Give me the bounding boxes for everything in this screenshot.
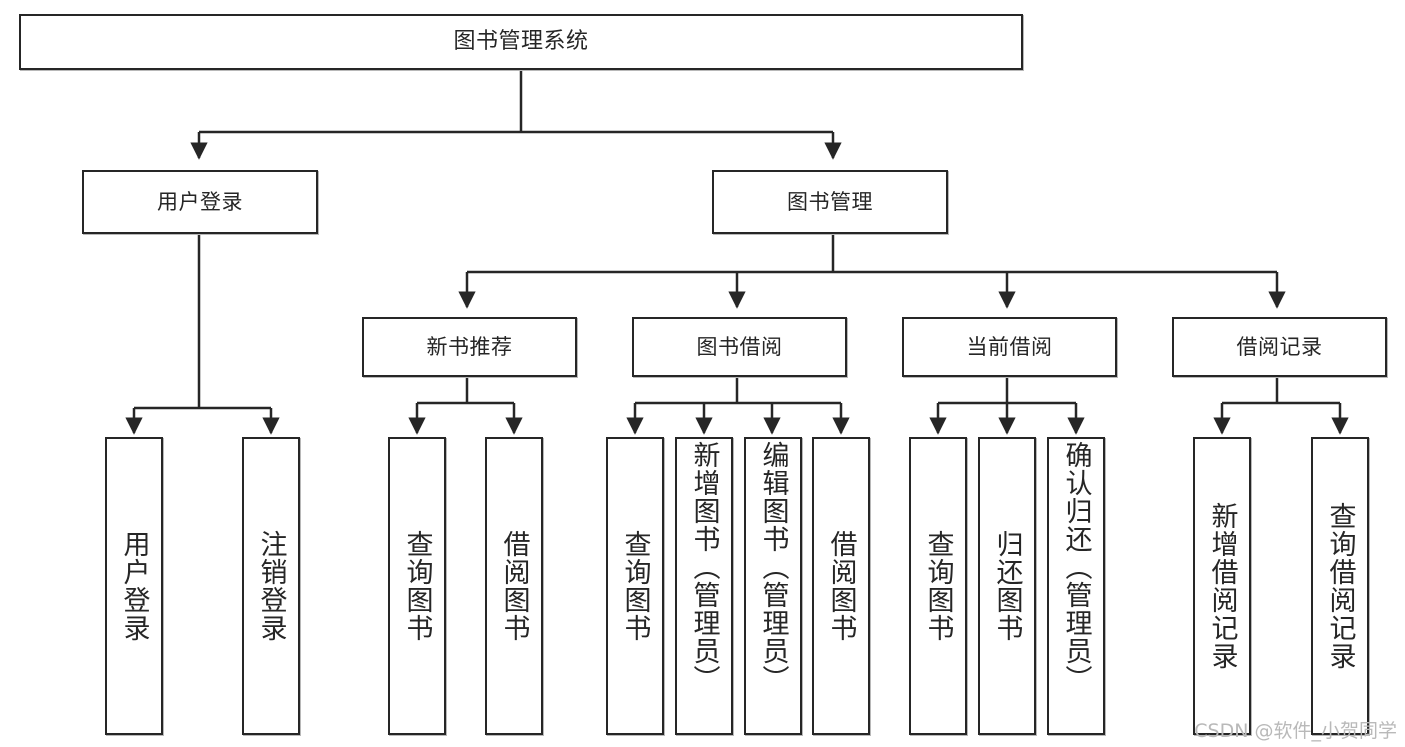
node-label: 借阅记录 (1236, 334, 1323, 359)
node-book-management[interactable]: 图书管理 (712, 170, 948, 234)
leaf-book-borrow-query[interactable]: 查询图书 (606, 437, 664, 735)
node-label: 注销登录 (255, 530, 287, 642)
leaf-borrow-record-query[interactable]: 查询借阅记录 (1311, 437, 1369, 735)
node-label: 新增借阅记录 (1206, 502, 1238, 670)
node-borrow-records[interactable]: 借阅记录 (1172, 317, 1387, 377)
node-label: 查询借阅记录 (1324, 502, 1356, 670)
leaf-borrow-record-add[interactable]: 新增借阅记录 (1193, 437, 1251, 735)
node-label: 用户登录 (157, 189, 243, 214)
node-label: 当前借阅 (966, 334, 1053, 359)
node-new-book-recommend[interactable]: 新书推荐 (362, 317, 577, 377)
node-label: 用户登录 (118, 530, 150, 642)
leaf-current-borrow-confirm-return[interactable]: 确认归还（管理员） (1047, 437, 1105, 735)
node-label: 借阅图书 (825, 530, 857, 642)
leaf-new-book-query[interactable]: 查询图书 (388, 437, 446, 735)
node-root-system[interactable]: 图书管理系统 (19, 14, 1023, 70)
leaf-new-book-borrow[interactable]: 借阅图书 (485, 437, 543, 735)
node-label: 借阅图书 (498, 530, 530, 642)
leaf-current-borrow-return[interactable]: 归还图书 (978, 437, 1036, 735)
leaf-user-login-logout[interactable]: 注销登录 (242, 437, 300, 735)
leaf-book-borrow-add[interactable]: 新增图书（管理员） (675, 437, 733, 735)
node-current-borrow[interactable]: 当前借阅 (902, 317, 1117, 377)
node-label: 新书推荐 (426, 334, 513, 359)
node-label: 编辑图书（管理员） (757, 441, 789, 693)
node-label: 确认归还（管理员） (1060, 441, 1092, 693)
node-label: 归还图书 (991, 530, 1023, 642)
node-label: 查询图书 (619, 530, 651, 642)
node-label: 新增图书（管理员） (688, 441, 720, 693)
node-label: 查询图书 (401, 530, 433, 642)
leaf-book-borrow-edit[interactable]: 编辑图书（管理员） (744, 437, 802, 735)
leaf-book-borrow-borrow[interactable]: 借阅图书 (812, 437, 870, 735)
node-label: 图书管理系统 (453, 29, 589, 55)
node-book-borrow[interactable]: 图书借阅 (632, 317, 847, 377)
node-label: 查询图书 (922, 530, 954, 642)
node-label: 图书管理 (787, 189, 873, 214)
watermark: CSDN @软件_小贺同学 (1194, 720, 1397, 742)
node-label: 图书借阅 (696, 334, 783, 359)
node-user-login[interactable]: 用户登录 (82, 170, 318, 234)
leaf-user-login-login[interactable]: 用户登录 (105, 437, 163, 735)
leaf-current-borrow-query[interactable]: 查询图书 (909, 437, 967, 735)
